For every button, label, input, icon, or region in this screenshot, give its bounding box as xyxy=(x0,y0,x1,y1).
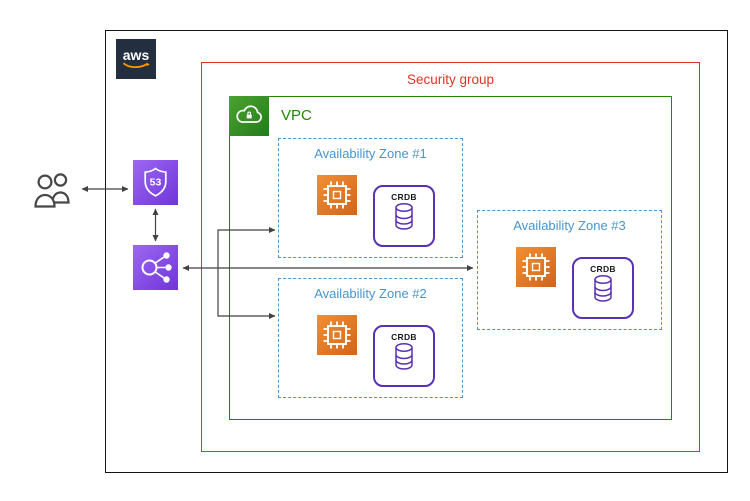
route53-shield-number: 53 xyxy=(150,177,162,189)
chip-glyph xyxy=(522,253,550,281)
crdb-node: CRDB xyxy=(572,257,634,319)
aws-cloud-border xyxy=(105,30,728,473)
availability-zone-2: Availability Zone #2 CRDB xyxy=(278,278,463,398)
az3-label: Availability Zone #3 xyxy=(513,218,626,233)
cloud-lock-glyph xyxy=(236,105,262,123)
vpc-cloud-icon xyxy=(229,96,269,136)
az2-label: Availability Zone #2 xyxy=(314,286,427,301)
elb-icon xyxy=(133,245,178,290)
crdb-label: CRDB xyxy=(391,192,417,202)
database-cylinder-icon xyxy=(395,202,413,230)
crdb-node: CRDB xyxy=(373,325,435,387)
database-cylinder-icon xyxy=(395,342,413,370)
chip-glyph xyxy=(323,321,351,349)
users-icon xyxy=(30,166,78,214)
crdb-label: CRDB xyxy=(590,264,616,274)
aws-logo: aws xyxy=(116,39,156,79)
security-group-label: Security group xyxy=(406,72,495,87)
az1-label: Availability Zone #1 xyxy=(314,146,427,161)
aws-smile-icon xyxy=(122,61,150,68)
vpc-label: VPC xyxy=(281,107,312,124)
route53-shield-icon: 53 xyxy=(144,167,167,197)
database-cylinder-icon xyxy=(594,274,612,302)
ec2-chip-icon xyxy=(317,175,357,215)
chip-glyph xyxy=(323,181,351,209)
load-balancer-icon xyxy=(141,252,172,283)
availability-zone-3: Availability Zone #3 CRDB xyxy=(477,210,662,330)
crdb-label: CRDB xyxy=(391,332,417,342)
users-glyph xyxy=(34,173,70,208)
availability-zone-1: Availability Zone #1 CRDB xyxy=(278,138,463,258)
security-group-boundary: Security group xyxy=(201,62,700,452)
aws-logo-text: aws xyxy=(122,46,150,63)
crdb-node: CRDB xyxy=(373,185,435,247)
ec2-chip-icon xyxy=(317,315,357,355)
route53-icon: 53 xyxy=(133,160,178,205)
ec2-chip-icon xyxy=(516,247,556,287)
